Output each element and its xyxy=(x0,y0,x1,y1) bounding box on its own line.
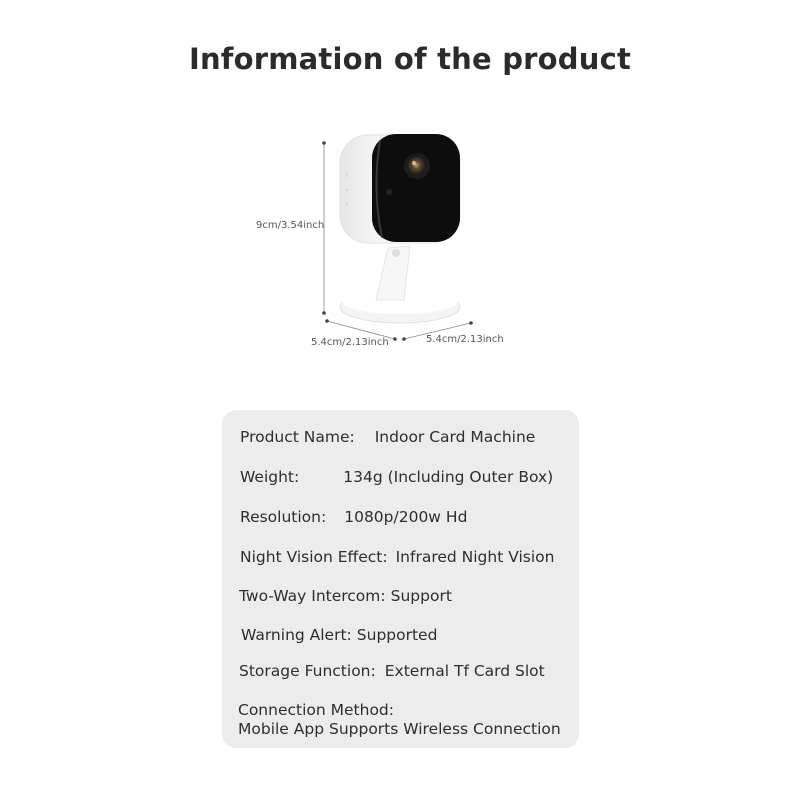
spec-row-storage: Storage Function: External Tf Card Slot xyxy=(239,662,545,680)
spec-row-resolution: Resolution: 1080p/200w Hd xyxy=(240,508,467,526)
spec-label: Connection Method: xyxy=(238,701,394,719)
spec-row-two-way-intercom: Two-Way Intercom:Support xyxy=(239,587,452,605)
spec-label: Product Name: xyxy=(240,428,355,446)
spec-value: 134g (Including Outer Box) xyxy=(343,468,554,486)
product-figure: 9cm/3.54inch 5.4cm/2.13inch 5.4cm/2.13in… xyxy=(256,134,504,348)
spec-row-product-name: Product Name: Indoor Card Machine xyxy=(240,428,535,446)
spec-value: 1080p/200w Hd xyxy=(344,508,468,526)
spec-label: Resolution: xyxy=(240,508,327,526)
depth-dimension-label: 5.4cm/2.13inch xyxy=(311,337,389,348)
spec-row-night-vision: Night Vision Effect: Infrared Night Visio… xyxy=(240,548,554,566)
spec-row-connection-method-label: Connection Method: xyxy=(238,701,394,719)
spec-label: Weight: xyxy=(240,468,300,486)
spec-value: Support xyxy=(390,587,452,605)
spec-value: External Tf Card Slot xyxy=(384,662,545,680)
spec-row-connection-method-value: Mobile App Supports Wireless Connection xyxy=(238,720,561,738)
spec-label: Storage Function: xyxy=(239,662,376,680)
width-dimension-label: 5.4cm/2.13inch xyxy=(426,334,504,345)
security-camera-icon xyxy=(322,134,473,341)
spec-row-weight: Weight: 134g (Including Outer Box) xyxy=(240,468,553,486)
page-title: Information of the product xyxy=(188,42,632,76)
height-dimension-label: 9cm/3.54inch xyxy=(256,220,325,231)
spec-value: Infrared Night Vision xyxy=(395,548,555,566)
spec-value: Supported xyxy=(356,626,438,644)
spec-card xyxy=(222,410,579,748)
spec-row-warning-alert: Warning Alert:Supported xyxy=(241,626,437,644)
spec-label: Night Vision Effect: xyxy=(240,548,388,566)
spec-value: Mobile App Supports Wireless Connection xyxy=(238,720,561,738)
spec-label: Warning Alert: xyxy=(241,626,352,644)
spec-value: Indoor Card Machine xyxy=(374,428,536,446)
spec-label: Two-Way Intercom: xyxy=(239,587,386,605)
